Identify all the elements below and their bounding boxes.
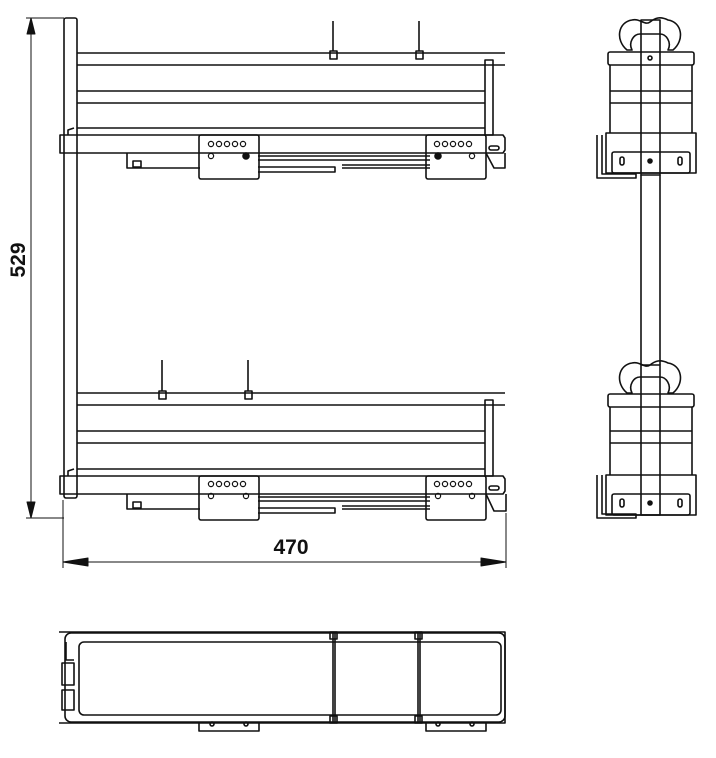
width-dimension-label: 470 bbox=[273, 536, 309, 559]
top-view bbox=[59, 631, 506, 732]
lower-tier bbox=[59, 360, 507, 521]
mounting-plate bbox=[425, 134, 487, 180]
front-view bbox=[26, 17, 507, 568]
dimension-lines bbox=[26, 17, 507, 568]
mounting-plate bbox=[425, 475, 487, 521]
height-dimension-label: 529 bbox=[7, 242, 30, 278]
side-upper-basket bbox=[596, 17, 697, 179]
vertical-post bbox=[63, 17, 78, 499]
upper-tier bbox=[59, 21, 506, 180]
side-lower-basket bbox=[596, 360, 697, 519]
mounting-plate bbox=[198, 475, 260, 521]
side-view bbox=[596, 17, 697, 519]
mounting-plate bbox=[198, 134, 260, 180]
